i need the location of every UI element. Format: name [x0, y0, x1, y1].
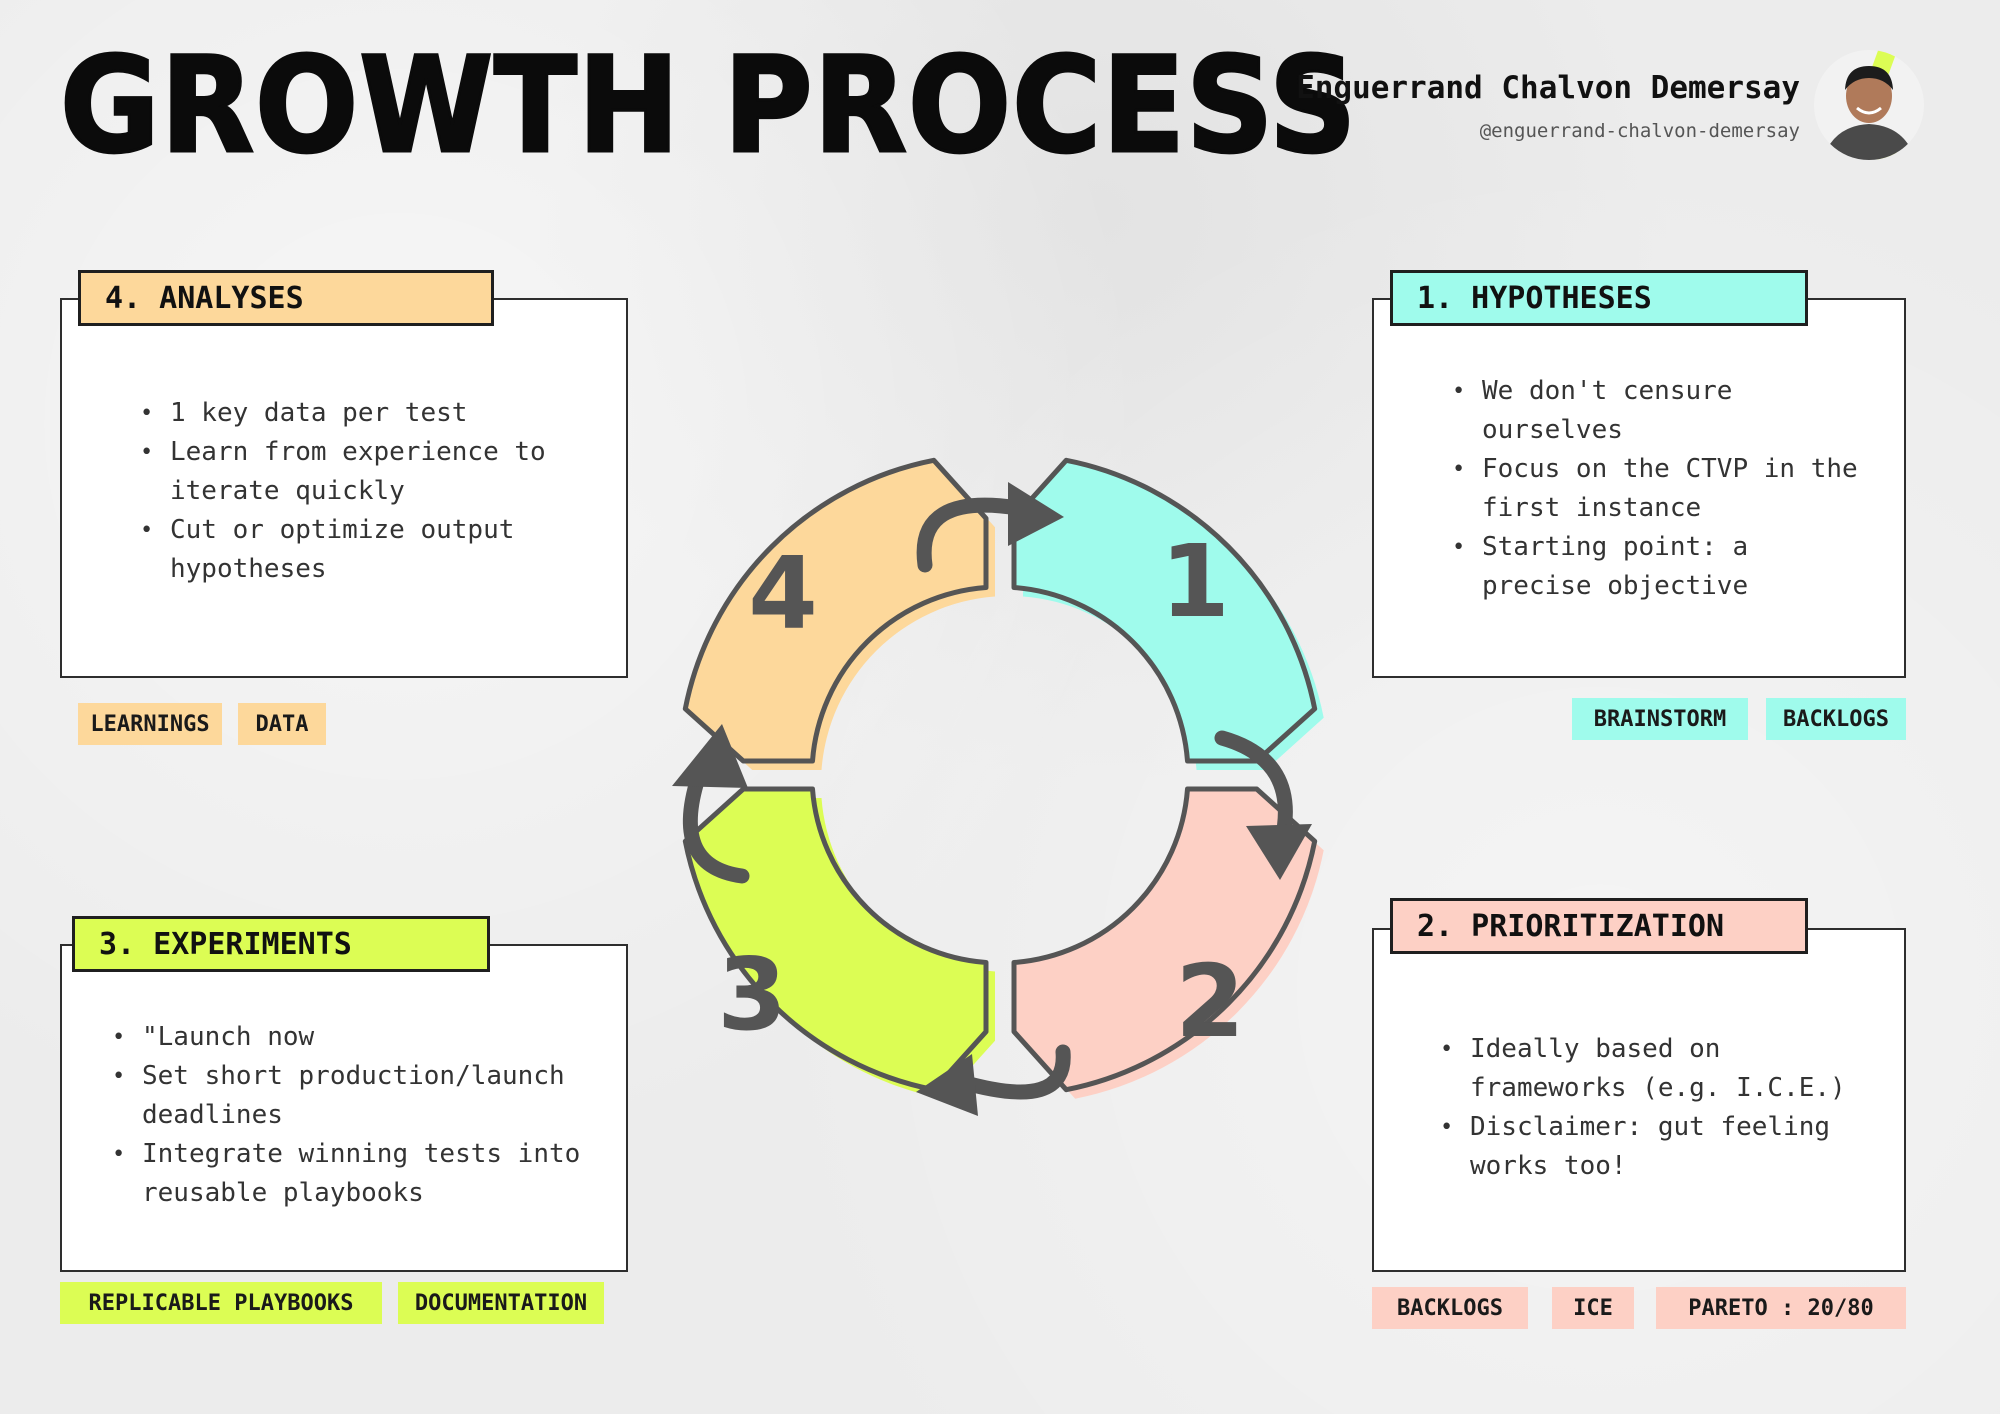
author-handle: @enguerrand-chalvon-demersay	[1479, 120, 1800, 142]
tag-replicable-playbooks: REPLICABLE PLAYBOOKS	[60, 1282, 382, 1324]
segment-experiments	[682, 786, 989, 1093]
header-prioritization: 2. PRIORITIZATION	[1390, 898, 1808, 954]
header-analyses: 4. ANALYSES	[78, 270, 494, 326]
tag-brainstorm: BRAINSTORM	[1572, 698, 1748, 740]
segment-number-3: 3	[717, 936, 787, 1053]
list-item: Starting point: a precise objective	[1452, 528, 1862, 606]
segment-prioritization	[1011, 786, 1318, 1093]
arrow-3-to-4	[672, 724, 750, 884]
tag-backlogs: BACKLOGS	[1766, 698, 1906, 740]
list-item: Disclaimer: gut feeling works too!	[1440, 1108, 1880, 1186]
tag-pareto: PARETO : 20/80	[1656, 1287, 1906, 1329]
list-item: Cut or optimize output hypotheses	[140, 511, 560, 589]
segment-number-1: 1	[1160, 523, 1230, 640]
list-item: Integrate winning tests into reusable pl…	[112, 1135, 592, 1213]
tag-learnings: LEARNINGS	[78, 703, 222, 745]
list-item: Ideally based on frameworks (e.g. I.C.E.…	[1440, 1030, 1880, 1108]
segment-number-4: 4	[748, 535, 818, 652]
list-item: "Launch now	[112, 1018, 592, 1057]
panel-analyses: 1 key data per test Learn from experienc…	[60, 298, 628, 678]
panel-prioritization: Ideally based on frameworks (e.g. I.C.E.…	[1372, 928, 1906, 1272]
tag-ice: ICE	[1552, 1287, 1634, 1329]
tag-backlogs: BACKLOGS	[1372, 1287, 1528, 1329]
arrow-1-to-2	[1214, 730, 1312, 880]
arrow-4-to-1	[916, 482, 1064, 573]
page-title: GROWTH PROCESS	[59, 29, 1358, 183]
header-experiments: 3. EXPERIMENTS	[72, 916, 490, 972]
segment-analyses	[682, 457, 989, 764]
arrow-2-to-3	[916, 1044, 1071, 1116]
segment-hypotheses	[1011, 457, 1318, 764]
segment-number-2: 2	[1175, 943, 1245, 1060]
header-hypotheses: 1. HYPOTHESES	[1390, 270, 1808, 326]
avatar	[1814, 50, 1924, 160]
list-item: Set short production/launch deadlines	[112, 1057, 592, 1135]
list-item: 1 key data per test	[140, 394, 560, 433]
tag-documentation: DOCUMENTATION	[398, 1282, 604, 1324]
list-item: Learn from experience to iterate quickly	[140, 433, 560, 511]
author-block: Enguerrand Chalvon Demersay @enguerrand-…	[1296, 70, 1800, 142]
list-item: Focus on the CTVP in the first instance	[1452, 450, 1862, 528]
panel-experiments: "Launch now Set short production/launch …	[60, 944, 628, 1272]
author-name: Enguerrand Chalvon Demersay	[1296, 70, 1800, 106]
tag-data: DATA	[238, 703, 326, 745]
panel-hypotheses: We don't censure ourselves Focus on the …	[1372, 298, 1906, 678]
list-item: We don't censure ourselves	[1452, 372, 1862, 450]
